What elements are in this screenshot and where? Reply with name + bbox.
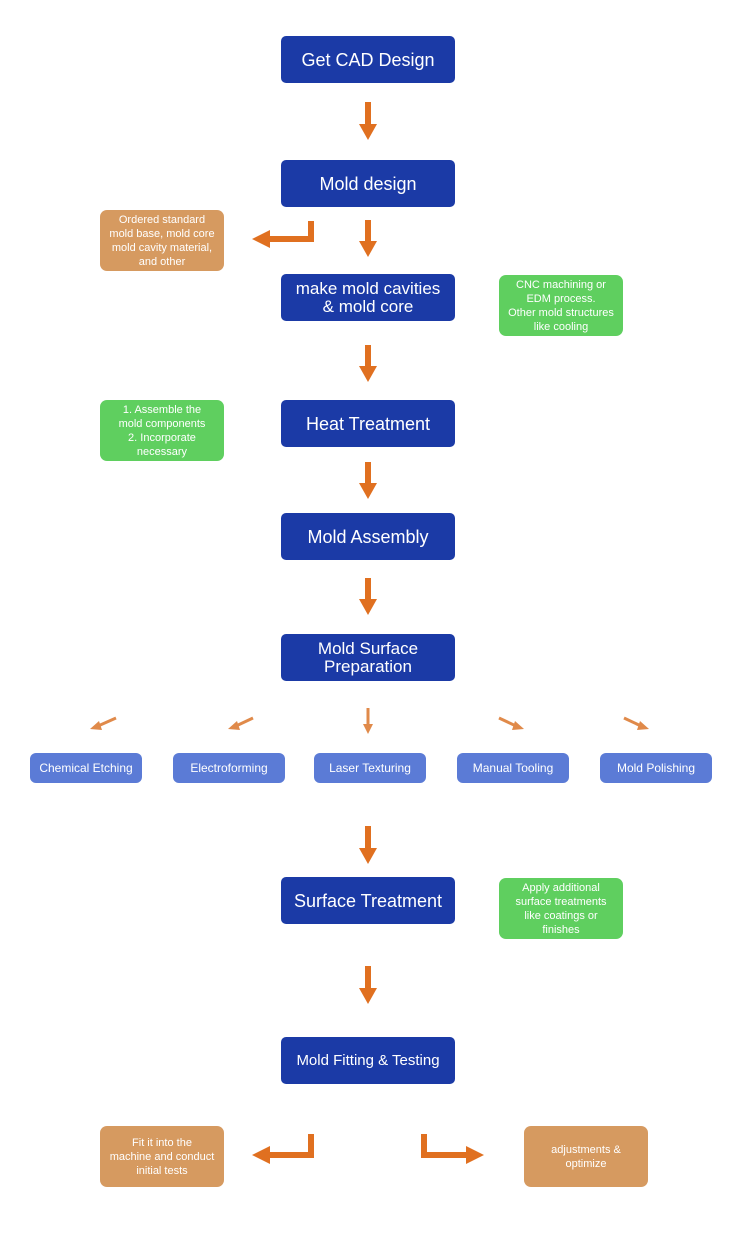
- method-chemical-etching: Chemical Etching: [30, 753, 142, 783]
- step-make-mold-cavities: make mold cavities & mold core: [281, 274, 455, 321]
- arrow-heat-to-assembly: [359, 462, 377, 499]
- step-mold-fitting-testing: Mold Fitting & Testing: [281, 1037, 455, 1084]
- down-arrows: [359, 102, 377, 1004]
- step-get-cad-design: Get CAD Design: [281, 36, 455, 83]
- step-surface-treatment: Surface Treatment: [281, 877, 455, 924]
- note-cnc-machining: CNC machining or EDM process. Other mold…: [499, 275, 623, 336]
- note-adjustments-optimize: adjustments & optimize: [524, 1126, 648, 1187]
- step-heat-treatment: Heat Treatment: [281, 400, 455, 447]
- method-electroforming: Electroforming: [173, 753, 285, 783]
- fan-arrow-electro: [228, 716, 254, 730]
- arrow-methods-to-treatment: [359, 826, 377, 864]
- step-mold-surface-preparation: Mold Surface Preparation: [281, 634, 455, 681]
- note-assemble: 1. Assemble the mold components 2. Incor…: [100, 400, 224, 461]
- arrow-cad-to-design: [359, 102, 377, 140]
- step-mold-assembly: Mold Assembly: [281, 513, 455, 560]
- arrow-assembly-to-prep: [359, 578, 377, 615]
- fan-arrow-polish: [623, 716, 649, 730]
- method-manual-tooling: Manual Tooling: [457, 753, 569, 783]
- fan-arrow-manual: [498, 716, 524, 730]
- fan-arrow-chemical: [90, 716, 117, 730]
- elbow-arrow-fit: [252, 1134, 314, 1164]
- elbow-arrow-adjust: [421, 1134, 484, 1164]
- note-fit-into-machine: Fit it into the machine and conduct init…: [100, 1126, 224, 1187]
- step-mold-design: Mold design: [281, 160, 455, 207]
- method-laser-texturing: Laser Texturing: [314, 753, 426, 783]
- arrow-treatment-to-fitting: [359, 966, 377, 1004]
- fan-arrow-laser: [363, 708, 373, 734]
- note-ordered-material: Ordered standard mold base, mold core mo…: [100, 210, 224, 271]
- note-apply-treatments: Apply additional surface treatments like…: [499, 878, 623, 939]
- method-mold-polishing: Mold Polishing: [600, 753, 712, 783]
- arrow-design-to-cavities: [359, 220, 377, 257]
- arrow-cavities-to-heat: [359, 345, 377, 382]
- fan-arrows: [90, 708, 649, 734]
- elbow-arrow-ordered: [252, 221, 314, 248]
